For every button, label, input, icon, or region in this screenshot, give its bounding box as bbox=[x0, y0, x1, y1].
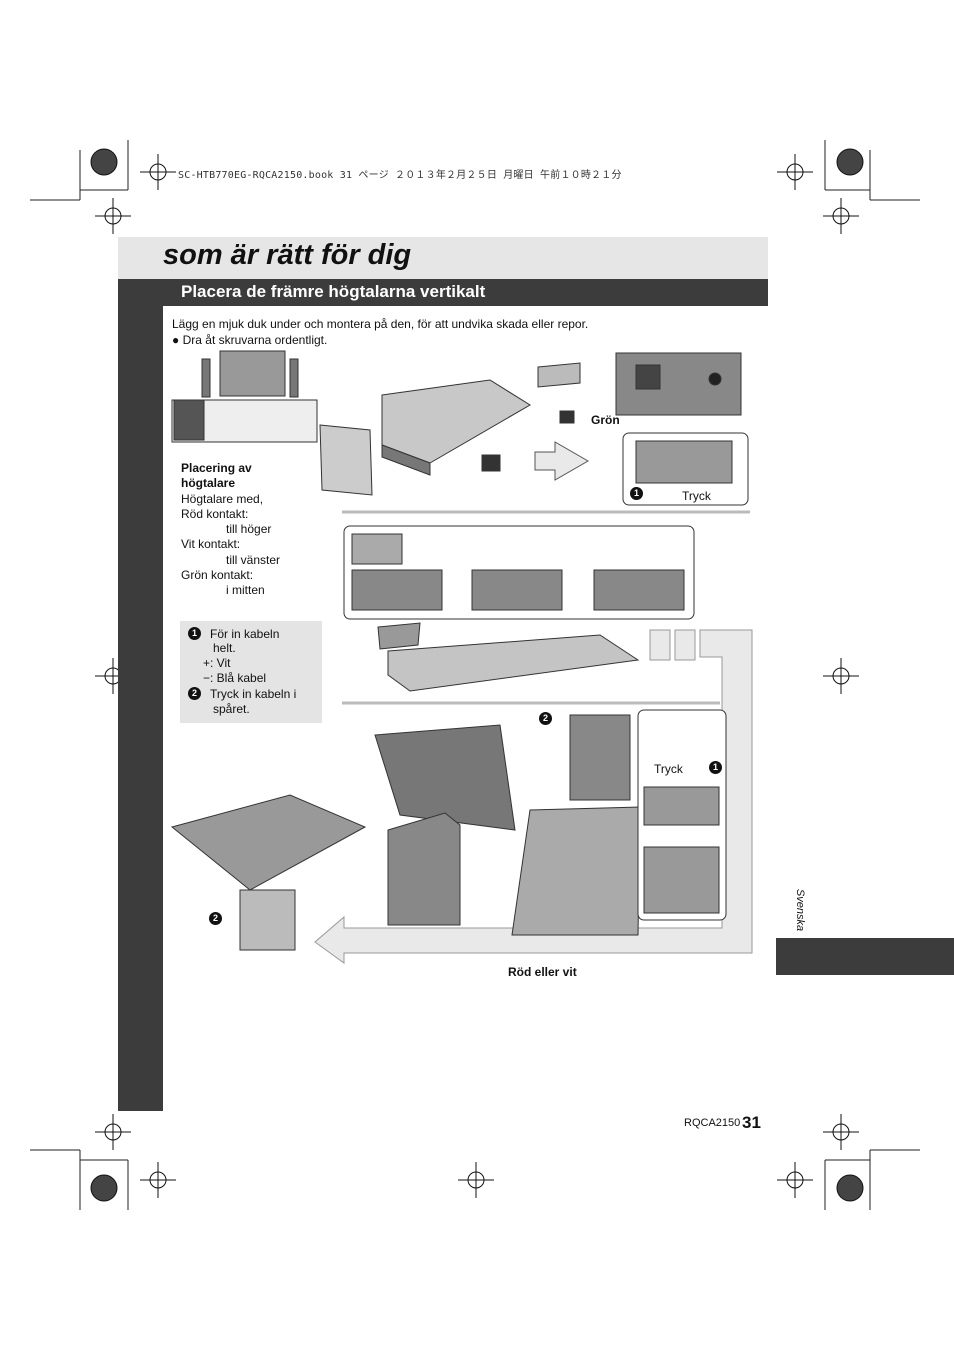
placement-heading-2: högtalare bbox=[181, 476, 236, 491]
intro-bullet-text: Dra åt skruvarna ordentligt. bbox=[182, 333, 328, 347]
placement-heading-1: Placering av bbox=[181, 461, 252, 475]
note-1-cont: helt. bbox=[213, 641, 236, 655]
speaker-placement-info: Placering av högtalare Högtalare med, Rö… bbox=[181, 461, 280, 599]
step-arrow bbox=[534, 441, 590, 481]
section-title: Placera de främre högtalarna vertikalt bbox=[181, 282, 486, 301]
bracket-steps-illustration bbox=[343, 525, 695, 620]
return-arrow bbox=[314, 629, 753, 964]
label-gron: Grön bbox=[591, 413, 620, 427]
green-label: Grön kontakt: bbox=[181, 568, 254, 583]
intro-bullet: ● Dra åt skruvarna ordentligt. bbox=[172, 333, 328, 347]
badge-1-top: 1 bbox=[630, 487, 643, 500]
cable-notes-box: 1 För in kabeln helt. +: Vit −: Blå kabel… bbox=[180, 621, 322, 723]
base-plate-illustration bbox=[377, 622, 640, 692]
intro-text: Lägg en mjuk duk under och montera på de… bbox=[172, 316, 588, 348]
label-badge-2-low: 2 bbox=[209, 912, 231, 930]
document-code: RQCA2150 bbox=[684, 1117, 741, 1129]
note-plus: +: Vit bbox=[203, 656, 231, 670]
page-title: som är rätt för dig bbox=[163, 239, 412, 271]
label-tryck-mid: Tryck bbox=[654, 762, 683, 776]
terminal-illustration bbox=[615, 352, 749, 506]
speaker-exploded-illustration bbox=[319, 362, 581, 496]
label-badge-1-mid: 1 bbox=[709, 761, 731, 779]
language-label: Svenska bbox=[794, 888, 806, 932]
stand-illustrations bbox=[170, 709, 727, 951]
label-badge-1-top: 1 bbox=[630, 487, 652, 505]
note-2-text: Tryck in kabeln i bbox=[210, 687, 297, 701]
note-2-badge: 2 bbox=[188, 687, 201, 700]
intro-line: Lägg en mjuk duk under och montera på de… bbox=[172, 317, 589, 331]
note-1: 1 För in kabeln bbox=[188, 627, 279, 641]
label-tryck-top: Tryck bbox=[682, 489, 711, 503]
white-label: Vit kontakt: bbox=[181, 537, 241, 552]
note-2: 2 Tryck in kabeln i bbox=[188, 687, 296, 701]
red-value: till höger bbox=[226, 522, 272, 537]
assembly-illustration bbox=[170, 350, 753, 964]
section-header-band bbox=[163, 279, 768, 306]
red-label: Röd kontakt: bbox=[181, 506, 249, 521]
note-2-cont: spåret. bbox=[213, 702, 250, 716]
badge-2-mid: 2 bbox=[539, 712, 552, 725]
page-number: 31 bbox=[742, 1113, 761, 1132]
white-value: till vänster bbox=[226, 552, 281, 567]
label-rod-eller-vit: Röd eller vit bbox=[508, 965, 577, 979]
title-band bbox=[118, 237, 768, 279]
badge-1-mid: 1 bbox=[709, 761, 722, 774]
note-1-badge: 1 bbox=[188, 627, 201, 640]
badge-2-low: 2 bbox=[209, 912, 222, 925]
right-side-tab bbox=[776, 938, 954, 975]
green-value: i mitten bbox=[226, 583, 265, 598]
note-minus: −: Blå kabel bbox=[203, 671, 267, 685]
note-1-text: För in kabeln bbox=[210, 627, 280, 641]
tv-setup-illustration bbox=[171, 350, 318, 443]
left-side-bar bbox=[118, 279, 163, 1111]
print-header: SC-HTB770EG-RQCA2150.book 31 ページ ２０１３年２月… bbox=[178, 170, 622, 181]
placement-line: Högtalare med, bbox=[181, 491, 264, 506]
label-badge-2-mid: 2 bbox=[539, 712, 561, 730]
